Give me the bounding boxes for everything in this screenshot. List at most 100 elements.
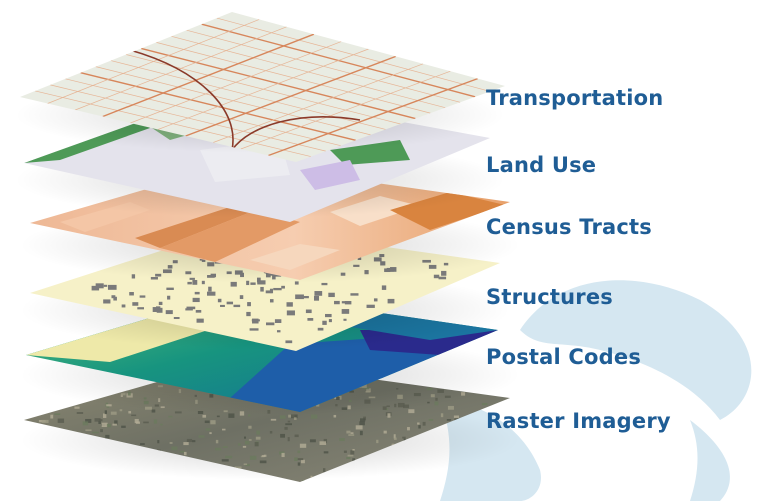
- imagery-pixel: [157, 440, 160, 444]
- imagery-pixel: [245, 463, 250, 467]
- building-footprint: [195, 309, 202, 313]
- building-footprint: [208, 286, 212, 292]
- imagery-pixel: [350, 432, 354, 434]
- building-footprint: [246, 311, 251, 317]
- imagery-pixel: [110, 411, 117, 415]
- building-footprint: [192, 280, 198, 285]
- building-footprint: [281, 285, 285, 289]
- imagery-pixel: [243, 463, 248, 466]
- building-footprint: [295, 294, 304, 300]
- building-footprint: [95, 283, 104, 289]
- imagery-pixel: [287, 437, 290, 442]
- imagery-pixel: [101, 422, 108, 428]
- building-footprint: [273, 287, 282, 291]
- building-footprint: [247, 302, 251, 307]
- imagery-pixel: [302, 480, 305, 482]
- imagery-pixel: [171, 446, 178, 451]
- imagery-pixel: [216, 415, 220, 418]
- imagery-pixel: [140, 443, 145, 446]
- building-footprint: [158, 301, 163, 306]
- imagery-pixel: [346, 430, 351, 434]
- building-footprint: [111, 295, 116, 299]
- building-footprint: [152, 307, 158, 312]
- imagery-pixel: [422, 421, 426, 426]
- imagery-pixel: [319, 441, 327, 445]
- imagery-pixel: [243, 436, 247, 439]
- imagery-pixel: [192, 440, 196, 443]
- imagery-pixel: [160, 423, 163, 426]
- road-line: [213, 63, 424, 143]
- building-footprint: [137, 307, 144, 310]
- building-footprint: [121, 304, 126, 308]
- imagery-pixel: [287, 420, 291, 423]
- building-footprint: [192, 297, 200, 303]
- building-footprint: [387, 298, 395, 304]
- building-footprint: [321, 282, 328, 286]
- building-footprint: [285, 340, 293, 344]
- building-footprint: [286, 302, 293, 307]
- imagery-pixel: [453, 415, 459, 419]
- imagery-pixel: [174, 411, 182, 414]
- imagery-pixel: [294, 457, 298, 461]
- building-footprint: [129, 292, 134, 296]
- imagery-pixel: [134, 418, 139, 424]
- building-footprint: [201, 280, 205, 285]
- building-footprint: [366, 304, 375, 308]
- imagery-pixel: [249, 455, 257, 460]
- building-footprint: [328, 319, 332, 323]
- imagery-pixel: [310, 414, 318, 419]
- building-footprint: [166, 287, 174, 291]
- imagery-pixel: [248, 425, 252, 429]
- imagery-pixel: [198, 435, 205, 438]
- road-line: [157, 48, 369, 130]
- building-footprint: [185, 308, 193, 311]
- imagery-pixel: [119, 409, 123, 412]
- building-footprint: [246, 280, 250, 286]
- road-line: [75, 26, 287, 111]
- imagery-pixel: [269, 430, 273, 434]
- building-footprint: [276, 330, 281, 333]
- imagery-pixel: [323, 438, 328, 444]
- building-footprint: [373, 298, 378, 302]
- imagery-pixel: [41, 419, 49, 423]
- imagery-pixel: [82, 421, 89, 426]
- imagery-pixel: [128, 411, 132, 414]
- building-footprint: [325, 313, 332, 318]
- imagery-pixel: [100, 429, 103, 433]
- imagery-pixel: [255, 436, 261, 440]
- layer-label-raster-imagery: Raster Imagery: [486, 409, 671, 433]
- imagery-pixel: [299, 443, 307, 448]
- imagery-pixel: [50, 414, 54, 419]
- imagery-pixel: [347, 454, 354, 457]
- imagery-pixel: [383, 430, 387, 434]
- imagery-pixel: [322, 468, 326, 473]
- imagery-pixel: [242, 445, 247, 448]
- imagery-pixel: [228, 413, 235, 418]
- building-footprint: [155, 306, 161, 310]
- imagery-pixel: [215, 447, 222, 451]
- building-footprint: [341, 309, 350, 314]
- road-line: [268, 77, 478, 157]
- imagery-pixel: [121, 425, 126, 428]
- imagery-pixel: [183, 442, 189, 446]
- imagery-pixel: [281, 452, 285, 458]
- building-footprint: [314, 291, 323, 296]
- road-line: [47, 19, 260, 104]
- building-footprint: [433, 274, 440, 279]
- imagery-pixel: [94, 418, 101, 422]
- imagery-pixel: [204, 420, 210, 424]
- building-footprint: [328, 292, 335, 298]
- imagery-pixel: [179, 450, 185, 453]
- imagery-pixel: [151, 409, 156, 413]
- layer-label-structures: Structures: [486, 285, 614, 309]
- layer-label-land-use: Land Use: [486, 153, 597, 177]
- building-footprint: [350, 293, 359, 296]
- imagery-pixel: [352, 458, 356, 463]
- imagery-pixel: [106, 423, 111, 428]
- building-footprint: [294, 281, 299, 285]
- imagery-pixel: [85, 418, 92, 423]
- building-footprint: [250, 282, 256, 285]
- building-footprint: [343, 318, 347, 321]
- building-footprint: [156, 307, 163, 313]
